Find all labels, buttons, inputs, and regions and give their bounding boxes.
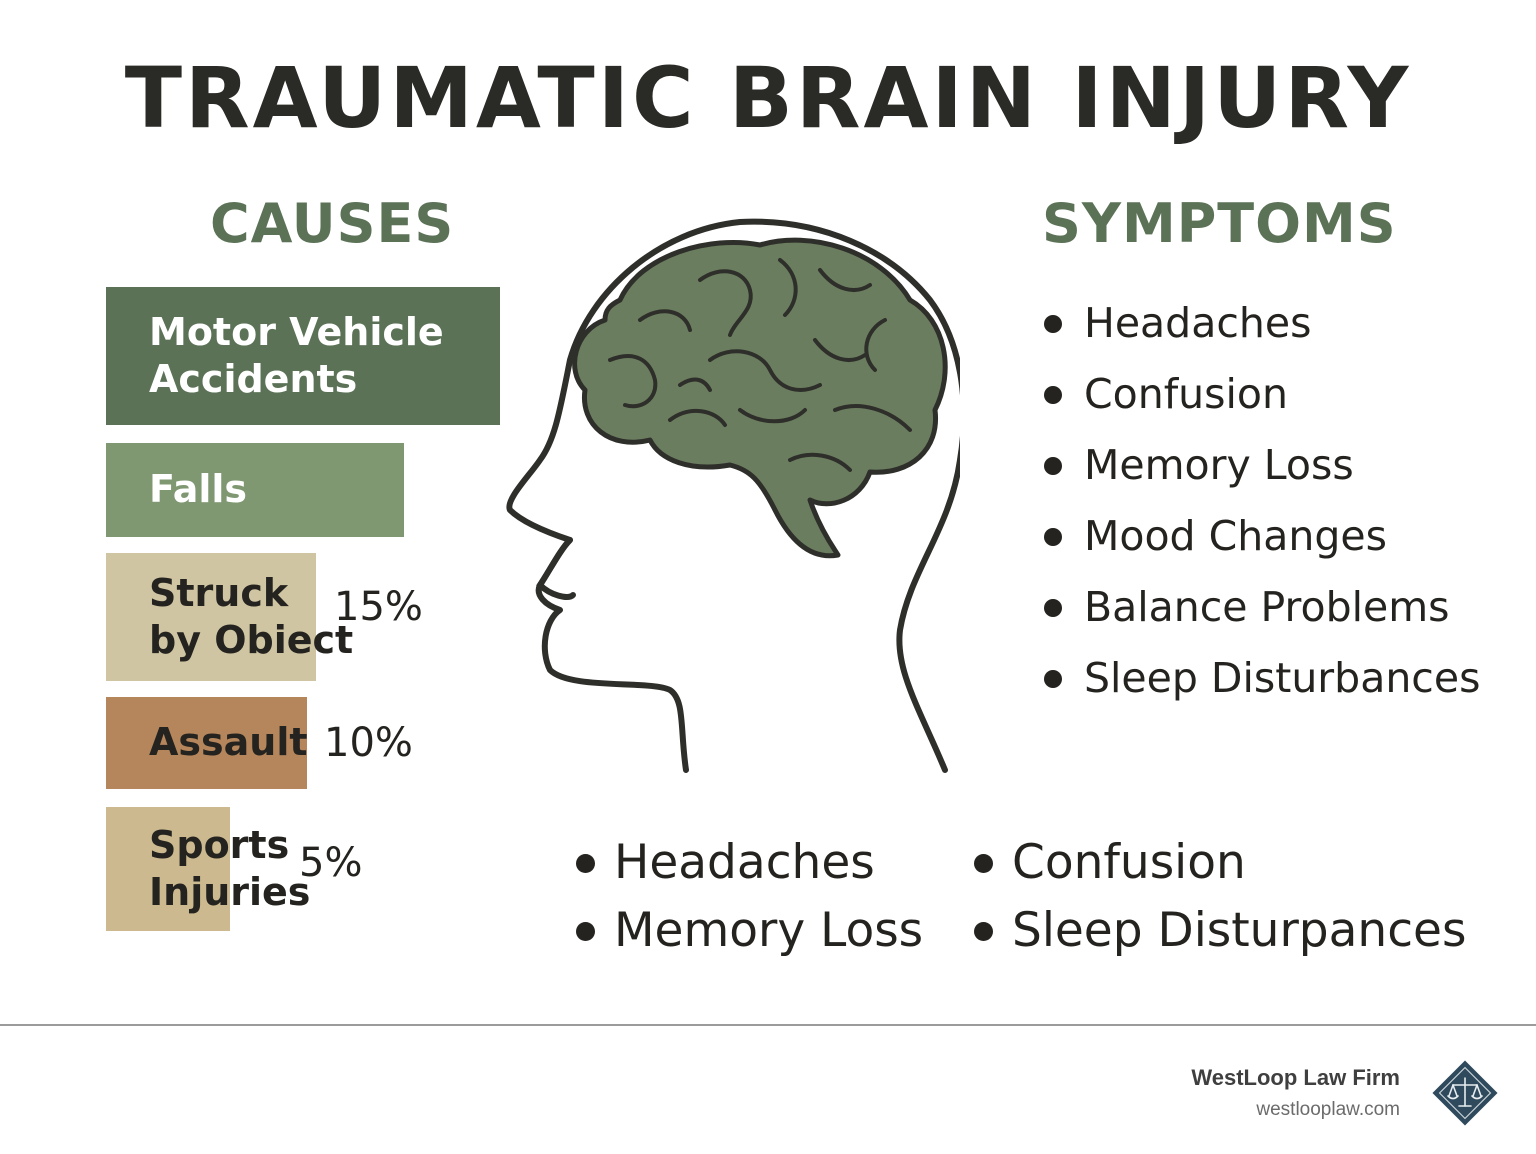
list-item: Mood Changes — [1044, 508, 1480, 579]
head-profile-with-brain-icon — [506, 218, 960, 773]
cause-percent-sports: 5% — [299, 840, 363, 886]
list-item: Memory Loss — [1044, 437, 1480, 508]
bullet-icon — [974, 922, 993, 941]
cause-label-line1: Sports — [149, 822, 290, 867]
list-item: Headaches — [1044, 295, 1480, 366]
bottom-symptom-label: Confusion — [1012, 835, 1246, 890]
cause-label-line1: Struck — [149, 570, 289, 615]
cause-bar-sports-injuries: Sports Injuries — [106, 807, 311, 931]
bottom-symptom-label: Sleep Disturpances — [1012, 903, 1467, 958]
bullet-icon — [1044, 670, 1062, 688]
bottom-symptom-confusion: Confusion — [974, 835, 1246, 891]
cause-label-line2: by Obiect — [149, 618, 354, 662]
symptom-label: Sleep Disturbances — [1084, 654, 1481, 702]
list-item: Balance Problems — [1044, 579, 1480, 650]
symptom-label: Headaches — [1084, 299, 1312, 347]
cause-label-line1: Motor Vehicle — [149, 309, 444, 354]
symptom-label: Memory Loss — [1084, 441, 1354, 489]
bullet-icon — [1044, 599, 1062, 617]
cause-bar-struck-by-object: Struck by Obiect — [106, 553, 354, 681]
bullet-icon — [1044, 386, 1062, 404]
cause-bar-falls: Falls — [106, 443, 404, 537]
bullet-icon — [576, 922, 595, 941]
firm-url: westlooplaw.com — [1256, 1099, 1400, 1120]
cause-label-line2: Injuries — [149, 870, 311, 914]
bullet-icon — [576, 854, 595, 873]
cause-bar-motor-vehicle: Motor Vehicle Accidents — [106, 287, 500, 425]
list-item: Confusion — [1044, 366, 1480, 437]
symptoms-list: Headaches Confusion Memory Loss Mood Cha… — [1044, 295, 1480, 721]
scales-of-justice-icon — [1432, 1060, 1498, 1126]
bullet-icon — [1044, 457, 1062, 475]
symptoms-heading: SYMPTOMS — [1042, 192, 1397, 255]
brain-shape — [572, 237, 948, 559]
symptom-label: Confusion — [1084, 370, 1288, 418]
bullet-icon — [1044, 315, 1062, 333]
bottom-symptom-label: Headaches — [614, 835, 875, 890]
bottom-symptom-sleep-disturbances: Sleep Disturpances — [974, 903, 1466, 959]
firm-name: WestLoop Law Firm — [1191, 1065, 1400, 1090]
page-title: TRAUMATIC BRAIN INJURY — [124, 49, 1412, 147]
symptom-label: Mood Changes — [1084, 512, 1387, 560]
bullet-icon — [1044, 528, 1062, 546]
cause-percent-struck: 15% — [334, 584, 423, 630]
cause-label-line2: Accidents — [149, 357, 358, 401]
cause-bar-assault: Assault — [106, 697, 308, 789]
cause-label-line1: Assault — [149, 720, 308, 765]
causes-heading: CAUSES — [210, 192, 455, 255]
symptom-label: Balance Problems — [1084, 583, 1450, 631]
footer-divider — [0, 1024, 1536, 1026]
bottom-symptom-label: Memory Loss — [614, 903, 924, 958]
cause-label-line1: Falls — [149, 467, 248, 512]
bottom-symptom-headaches: Headaches — [576, 835, 875, 891]
list-item: Sleep Disturbances — [1044, 650, 1480, 721]
bullet-icon — [974, 854, 993, 873]
bottom-symptom-memory-loss: Memory Loss — [576, 903, 923, 959]
cause-percent-assault: 10% — [324, 720, 413, 766]
